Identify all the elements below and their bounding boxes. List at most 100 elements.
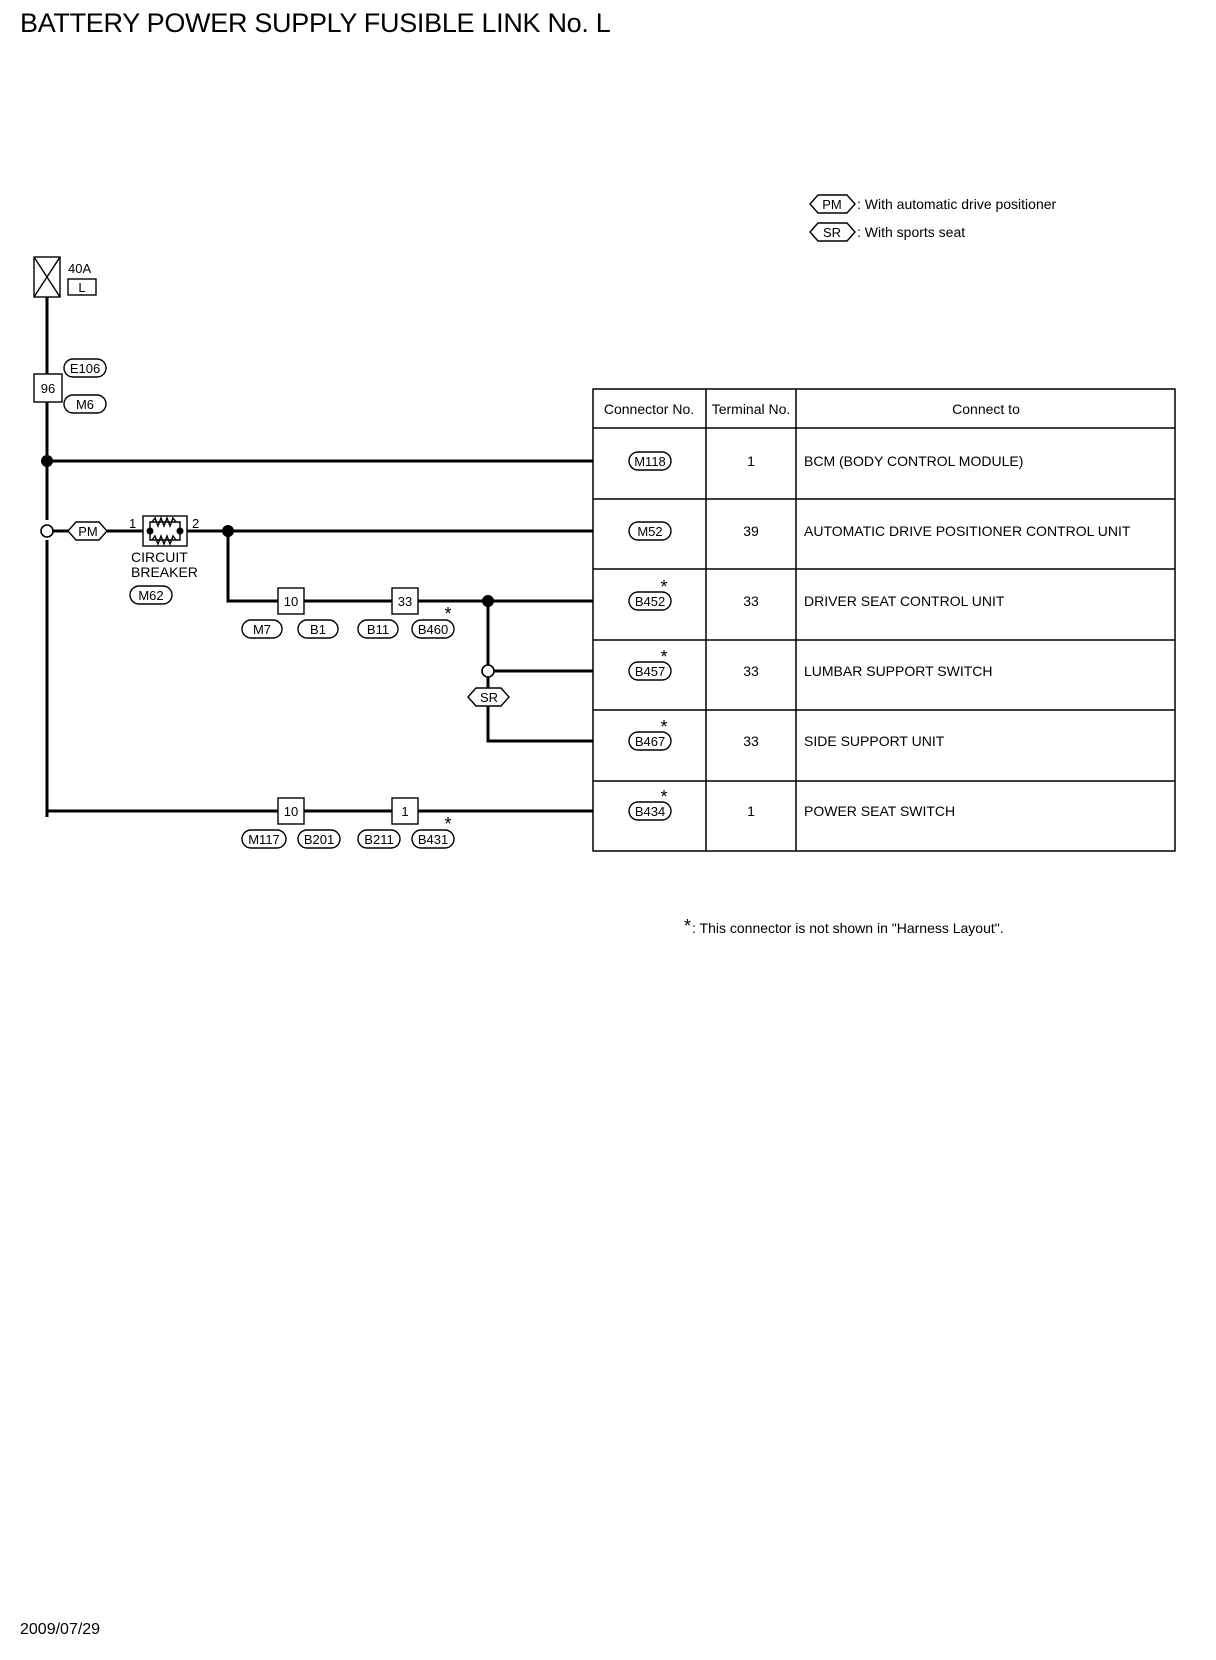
footnote-text: : This connector is not shown in "Harnes… (692, 920, 1004, 936)
table-row: B457 * 33 LUMBAR SUPPORT SWITCH (628, 647, 993, 681)
row-terminal: 1 (747, 803, 755, 819)
fuse-rating: 40A (68, 261, 91, 276)
row-connector: B467 (635, 734, 665, 749)
connector-pill (129, 585, 173, 605)
connector-label: M117 (248, 832, 280, 847)
row-connect-to: POWER SEAT SWITCH (804, 803, 955, 819)
connector-pill (357, 619, 399, 639)
splice-dot (41, 455, 53, 467)
row-connect-to: BCM (BODY CONTROL MODULE) (804, 453, 1023, 469)
terminal-box (391, 587, 419, 615)
terminal-box (277, 797, 305, 825)
row-connector: M52 (637, 524, 662, 539)
star-marker: * (660, 577, 667, 597)
connector-pill (63, 394, 107, 414)
fuse-name: L (78, 280, 85, 295)
joint-connector-96: 96 E106 M6 (33, 358, 107, 414)
circuit-breaker: 1 2 CIRCUIT BREAKER M62 (129, 515, 199, 605)
fusible-link: 40A L (33, 256, 97, 298)
connector-pill (628, 801, 672, 821)
connector-label: B11 (367, 622, 389, 637)
breaker-label-line1: CIRCUIT (131, 549, 188, 565)
terminal-number: 1 (401, 804, 408, 819)
row-connector: M118 (634, 454, 666, 469)
joint-connector-10-b: 10 M117 B201 (241, 797, 341, 849)
legend-pm: PM : With automatic drive positioner (809, 194, 1057, 214)
connector-pill (411, 619, 455, 639)
connector-label: E106 (70, 361, 100, 376)
row-terminal: 33 (743, 663, 759, 679)
terminal-box (391, 797, 419, 825)
row-connector: B457 (635, 664, 665, 679)
star-marker: * (444, 814, 451, 834)
footnote: * : This connector is not shown in "Harn… (684, 916, 1004, 936)
connector-pill (241, 829, 287, 849)
fuse-name-box (67, 278, 97, 296)
breaker-label-line2: BREAKER (131, 564, 198, 580)
connector-pill (628, 591, 672, 611)
star-marker: * (444, 604, 451, 624)
row-connect-to: SIDE SUPPORT UNIT (804, 733, 945, 749)
connector-pill (628, 521, 672, 541)
pm-option-label: PM (78, 524, 98, 539)
legend-pm-text: : With automatic drive positioner (857, 196, 1057, 212)
connector-label: M6 (76, 397, 94, 412)
star-marker: * (660, 787, 667, 807)
legend-sr: SR : With sports seat (809, 222, 965, 242)
row-terminal: 1 (747, 453, 755, 469)
connector-pill (63, 358, 107, 378)
joint-connector-33: 33 B11 B460 * (357, 587, 455, 639)
table-row: B452 * 33 DRIVER SEAT CONTROL UNIT (628, 577, 1005, 611)
connector-label: B460 (418, 622, 448, 637)
connector-pill (628, 731, 672, 751)
row-connect-to: LUMBAR SUPPORT SWITCH (804, 663, 993, 679)
table-header-connect-to: Connect to (952, 401, 1020, 417)
connector-label: B431 (418, 832, 448, 847)
breaker-contact (146, 527, 154, 535)
fusible-link-cross-b (33, 256, 61, 298)
breaker-contact (176, 527, 184, 535)
row-connector: B434 (635, 804, 665, 819)
table-border (592, 388, 1176, 852)
breaker-connector: M62 (138, 588, 163, 603)
table-row: B467 * 33 SIDE SUPPORT UNIT (628, 717, 945, 751)
terminal-box (277, 587, 305, 615)
terminal-box (33, 373, 63, 403)
wire-to-side-support (486, 706, 593, 743)
connector-label: B211 (364, 832, 393, 847)
option-splice (40, 524, 54, 538)
row-connector: B452 (635, 594, 665, 609)
footnote-symbol: * (684, 916, 691, 936)
connector-pill (628, 451, 672, 471)
table-header-terminal: Terminal No. (712, 401, 791, 417)
table-header-connector: Connector No. (604, 401, 694, 417)
breaker-zigzag-top (151, 516, 177, 528)
sr-option-symbol (467, 687, 510, 707)
breaker-pin-2: 2 (192, 516, 199, 531)
star-marker: * (660, 647, 667, 667)
table-row: B434 * 1 POWER SEAT SWITCH (628, 787, 955, 821)
connector-label: B201 (304, 832, 334, 847)
table-row: M52 39 AUTOMATIC DRIVE POSITIONER CONTRO… (628, 521, 1131, 541)
table-row: M118 1 BCM (BODY CONTROL MODULE) (628, 451, 1023, 471)
terminal-number: 10 (284, 804, 298, 819)
connector-pill (411, 829, 455, 849)
sr-option-symbol (809, 222, 856, 242)
legend-sr-code: SR (823, 225, 841, 240)
page-title: BATTERY POWER SUPPLY FUSIBLE LINK No. L (20, 8, 611, 38)
terminal-number: 33 (398, 594, 412, 609)
row-terminal: 33 (743, 593, 759, 609)
revision-date: 2009/07/29 (20, 1621, 101, 1638)
connector-pill (628, 661, 672, 681)
breaker-zigzag-bottom (151, 534, 177, 546)
legend-pm-code: PM (822, 197, 842, 212)
connector-label: B1 (310, 622, 326, 637)
joint-connector-1: 1 B211 B431 * (357, 797, 455, 849)
wire-to-driver-seat (226, 531, 278, 603)
sr-option-label: SR (480, 690, 498, 705)
row-terminal: 39 (743, 523, 759, 539)
connector-pill (297, 619, 339, 639)
row-terminal: 33 (743, 733, 759, 749)
connector-pill (357, 829, 401, 849)
